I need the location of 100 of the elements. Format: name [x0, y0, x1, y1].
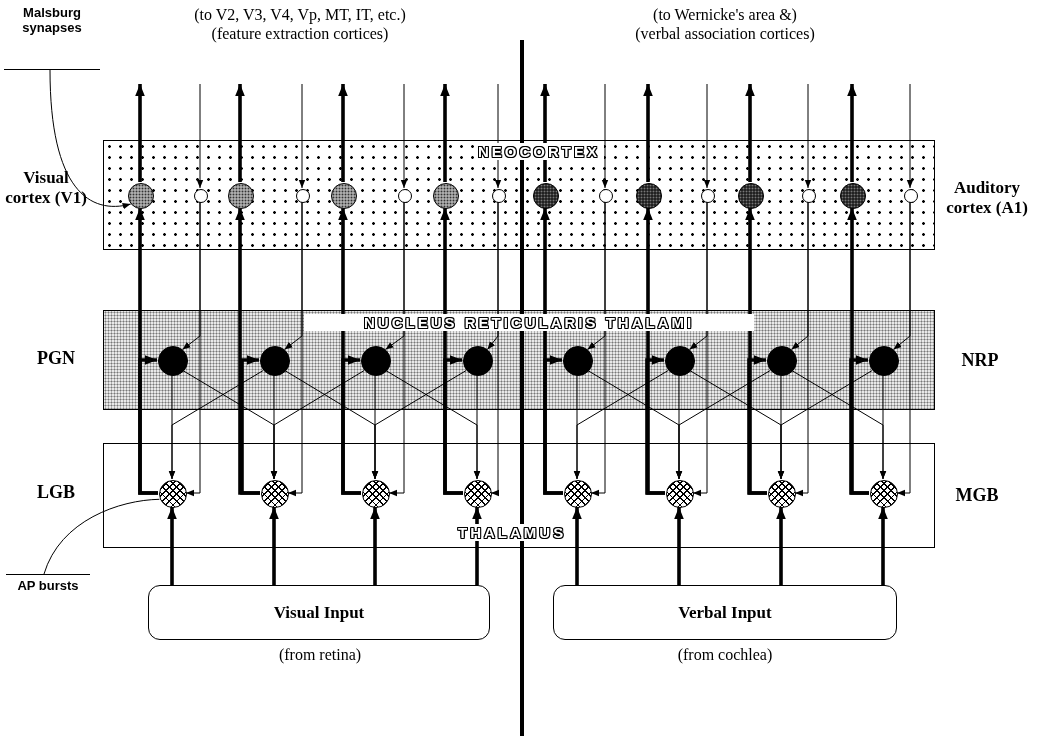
axon-arrow	[370, 507, 380, 585]
relay-neuron	[159, 480, 187, 508]
axon-arrow	[587, 201, 606, 350]
relay-neuron	[666, 480, 694, 508]
pyramidal-neuron	[533, 183, 559, 209]
axon-arrow	[400, 83, 408, 189]
axon-arrow	[240, 355, 260, 495]
axon-arrow	[235, 84, 245, 182]
axon-arrow	[443, 355, 463, 495]
source-note: (from retina)	[277, 646, 363, 665]
axon-arrow	[601, 83, 609, 189]
axon-arrow	[135, 84, 145, 182]
axon-arrow	[791, 370, 887, 480]
synapse-circle	[398, 189, 412, 203]
relay-neuron	[362, 480, 390, 508]
annotation-label: Malsburg synapses	[4, 6, 100, 70]
axon-arrow	[494, 83, 502, 189]
input-box: Visual Input	[148, 585, 490, 640]
axon-arrow	[543, 355, 563, 495]
nucleus-label: MGB	[954, 485, 1000, 506]
reticular-neuron	[260, 346, 290, 376]
axon-arrow	[385, 370, 481, 480]
synapse-circle	[802, 189, 816, 203]
pyramidal-neuron	[228, 183, 254, 209]
axon-arrow	[270, 370, 365, 480]
leader-line	[49, 69, 132, 209]
reticular-neuron	[361, 346, 391, 376]
pyramidal-neuron	[433, 183, 459, 209]
synapse-circle	[599, 189, 613, 203]
axon-arrow	[182, 201, 201, 350]
projection-note: (verbal association cortices)	[634, 25, 816, 44]
region-label: Auditory cortex (A1)	[945, 178, 1029, 218]
axon-arrow	[645, 355, 665, 495]
leader-line	[43, 498, 160, 575]
reticular-neuron	[767, 346, 797, 376]
axon-arrow	[745, 84, 755, 182]
thalamus-layer	[103, 443, 935, 548]
region-label: Visual cortex (V1)	[4, 168, 88, 208]
pyramidal-neuron	[331, 183, 357, 209]
axon-arrow	[804, 83, 812, 189]
axon-arrow	[776, 507, 786, 585]
projection-note: (to V2, V3, V4, Vp, MT, IT, etc.)	[193, 6, 407, 25]
axon-arrow	[572, 507, 582, 585]
axon-arrow	[487, 201, 499, 350]
pyramidal-neuron	[738, 183, 764, 209]
axon-arrow	[440, 84, 450, 182]
axon-arrow	[675, 370, 771, 480]
nucleus-label: PGN	[36, 348, 76, 369]
axon-arrow	[878, 507, 888, 585]
reticular-neuron	[563, 346, 593, 376]
projection-note: (to Wernicke's area &)	[652, 6, 798, 25]
synapse-circle	[194, 189, 208, 203]
axon-arrow	[893, 201, 911, 350]
axon-arrow	[906, 83, 914, 189]
nucleus-layer	[103, 310, 935, 410]
reticular-neuron	[158, 346, 188, 376]
annotation-label: AP bursts	[6, 574, 90, 598]
nucleus-label: LGB	[36, 482, 76, 503]
axon-arrow	[747, 355, 767, 495]
axon-arrow	[269, 507, 279, 585]
axon-arrow	[338, 84, 348, 182]
relay-neuron	[564, 480, 592, 508]
pyramidal-neuron	[636, 183, 662, 209]
axon-arrow	[849, 355, 869, 495]
axon-arrow	[341, 355, 361, 495]
axon-arrow	[138, 355, 158, 495]
axon-arrow	[777, 370, 873, 480]
axon-arrow	[643, 84, 653, 182]
axon-arrow	[284, 201, 303, 350]
axon-arrow	[168, 370, 264, 480]
synapse-circle	[492, 189, 506, 203]
input-box: Verbal Input	[553, 585, 897, 640]
nucleus-label: NRP	[960, 350, 1000, 371]
axon-arrow	[689, 201, 708, 350]
relay-neuron	[768, 480, 796, 508]
source-note: (from cochlea)	[676, 646, 774, 665]
reticular-neuron	[463, 346, 493, 376]
axon-arrow	[703, 83, 711, 189]
relay-neuron	[261, 480, 289, 508]
pyramidal-neuron	[128, 183, 154, 209]
axon-arrow	[847, 84, 857, 182]
band-label: NUCLEUS RETICULARIS THALAMI	[304, 314, 755, 331]
pyramidal-neuron	[840, 183, 866, 209]
axon-arrow	[167, 507, 177, 585]
relay-neuron	[464, 480, 492, 508]
reticular-neuron	[665, 346, 695, 376]
synapse-circle	[296, 189, 310, 203]
axon-arrow	[791, 201, 809, 350]
axon-arrow	[674, 507, 684, 585]
axon-arrow	[385, 201, 405, 350]
relay-neuron	[870, 480, 898, 508]
axon-arrow	[298, 83, 306, 189]
reticular-neuron	[869, 346, 899, 376]
axon-arrow	[573, 370, 669, 480]
cortex-layer	[103, 140, 935, 250]
axon-arrow	[371, 370, 467, 480]
projection-note: (feature extraction cortices)	[210, 25, 390, 44]
synapse-circle	[701, 189, 715, 203]
axon-arrow	[196, 83, 204, 189]
synapse-circle	[904, 189, 918, 203]
